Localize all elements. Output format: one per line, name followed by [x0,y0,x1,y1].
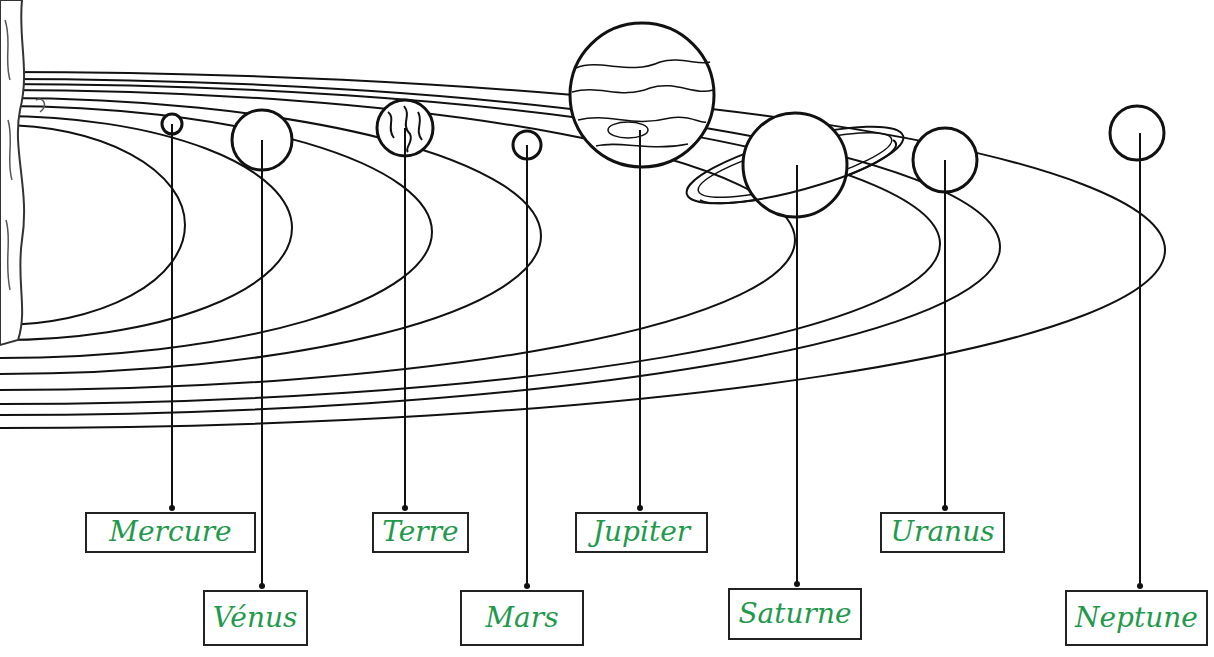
leader-dot [637,505,643,511]
orbit [0,84,940,404]
orbit [0,79,1000,415]
leader-lines [172,124,1140,587]
planets [162,23,1164,219]
leader-line [639,130,641,509]
planet-label-box: Mercure [85,512,256,553]
planet-name: Saturne [738,598,851,630]
leader-line [171,124,173,509]
planet-label-box: Jupiter [575,512,708,553]
planet-name: Jupiter [593,516,690,548]
planet-label-box: Neptune [1065,590,1208,646]
saturn-ring [680,111,910,219]
saturn-ring-front [700,140,896,203]
planet-label-box: Vénus [203,590,308,646]
leader-line [404,128,406,509]
leader-dot [524,583,530,589]
planet-label-box: Mars [460,590,584,646]
planet-label-box: Saturne [728,588,862,640]
orbit [0,106,432,358]
jupiter-spot [608,122,648,138]
planet-name: Uranus [890,516,994,548]
leader-line [526,145,528,587]
sun-edge [0,0,24,345]
leader-dot [794,581,800,587]
planet-label-box: Uranus [880,512,1005,553]
planet-name: Terre [382,516,458,548]
orbit [0,125,185,325]
leader-dot [942,505,948,511]
planet-label-box: Terre [372,512,469,553]
orbit [0,98,541,374]
leader-dot [1137,583,1143,589]
leader-dot [259,583,265,589]
leader-line [261,140,263,587]
leader-line [796,165,798,585]
saturn [743,113,847,217]
leader-dot [169,505,175,511]
leader-dot [402,505,408,511]
jupiter-bands [572,60,713,147]
leader-line [1139,133,1141,587]
planet-name: Vénus [213,602,298,634]
sun-texture [5,20,44,290]
neptune [1110,106,1164,160]
planet-name: Neptune [1075,602,1198,634]
leader-line [944,160,946,509]
planet-name: Mars [485,602,558,634]
jupiter [570,23,714,167]
leader-dots [169,505,1143,589]
planet-name: Mercure [109,516,231,548]
sun [0,0,44,345]
